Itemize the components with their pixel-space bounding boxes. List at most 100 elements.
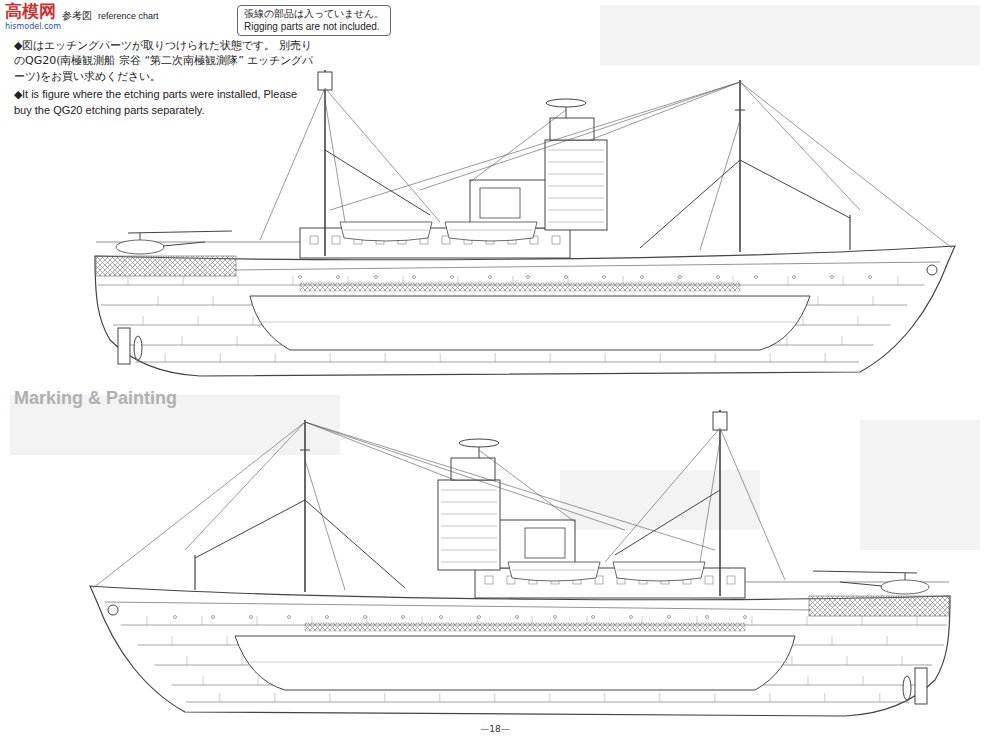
lifeboat-strake [449,230,533,231]
plate-seam [198,316,199,325]
radar-dish [459,439,499,447]
porthole [592,616,595,619]
plate-seam [605,353,606,362]
plate-seam [237,336,238,345]
fore-mast [739,80,741,252]
porthole [706,616,709,619]
plate-seam [143,316,144,325]
lifeboat [445,222,537,241]
mast-yard [300,450,310,451]
rigging-line [325,100,345,222]
bleed-panel [860,420,980,550]
rudder [118,328,130,364]
plate-seam [258,676,259,685]
plate-seam [495,353,496,362]
porthole [668,616,671,619]
hull-blister [250,296,810,350]
bridge-detail [548,210,604,211]
plate-seam [257,616,258,625]
rigging-line [305,422,455,480]
window [310,236,318,244]
porthole [402,616,405,619]
rigging-line [260,88,325,240]
rigging-line [740,82,860,210]
plate-seam [219,693,220,702]
kingpost [194,555,195,590]
plate-seam [550,353,551,362]
bridge-detail [548,174,604,175]
bleed-panel [600,5,980,65]
rotor-mast [905,573,906,580]
rotor-blade [813,571,917,573]
plate-seam [158,296,159,305]
plate-seam [293,276,294,285]
bridge [438,480,500,570]
page-number: —18— [480,724,509,735]
plate-seam [847,656,848,665]
porthole [630,616,633,619]
rudder [915,668,927,704]
derrick-boom [195,500,305,558]
plate-seam [832,636,833,645]
plate-seam [787,336,788,345]
plate-seam [715,353,716,362]
derrick-boom [640,160,740,248]
porthole [603,276,606,279]
ship-view-port [95,70,955,376]
bridge-detail [548,150,604,151]
porthole [364,616,367,619]
aft-mast [719,410,721,596]
plate-seam [440,353,441,362]
rigging-line [185,422,305,550]
plate-seam [329,693,330,702]
plate-seam [807,616,808,625]
plate-seam [714,693,715,702]
plate-seam [128,276,129,285]
note-box: 張線の部品は入っていません。Rigging parts are not incl… [237,5,391,36]
note: ◆It is figure where the etching parts we… [14,87,314,118]
porthole [288,616,291,619]
section-heading: Marking & Painting [14,388,177,410]
rigging-line [325,88,440,222]
porthole [489,276,492,279]
bridge-detail [441,514,497,515]
plate-seam [147,616,148,625]
bridge-detail [441,550,497,551]
chart-title-en: reference chart [98,11,159,22]
lifeboat-strake [617,570,701,571]
porthole [174,616,177,619]
lifeboat-strake [344,230,428,231]
bridge-detail [548,198,604,199]
plate-seam [792,656,793,665]
plate-seam [803,316,804,325]
hull-blister [235,636,795,690]
rigging-line [330,82,740,210]
plate-seam [858,316,859,325]
porthole [451,276,454,279]
crows-nest [318,72,332,90]
plate-seam [873,296,874,305]
plate-seam [330,353,331,362]
porthole [679,276,682,279]
radar-dish [546,99,586,107]
derrick-boom [615,490,720,555]
window [705,576,713,584]
plate-seam [887,636,888,645]
window [485,576,493,584]
derrick-boom [305,500,405,588]
plate-seam [788,276,789,285]
plate-seam [227,636,228,645]
porthole [554,616,557,619]
bridge-detail [548,222,604,223]
lifeboat [613,562,705,581]
rigging-line [305,422,625,530]
aft-mast [324,70,326,256]
helicopter-body [116,240,164,254]
rigging-line [93,422,305,588]
bulwark-line [235,262,940,270]
plate-seam [202,616,203,625]
plate-seam [898,276,899,285]
plate-seam [549,693,550,702]
lifeboat [508,562,600,581]
helicopter-body [881,580,929,594]
